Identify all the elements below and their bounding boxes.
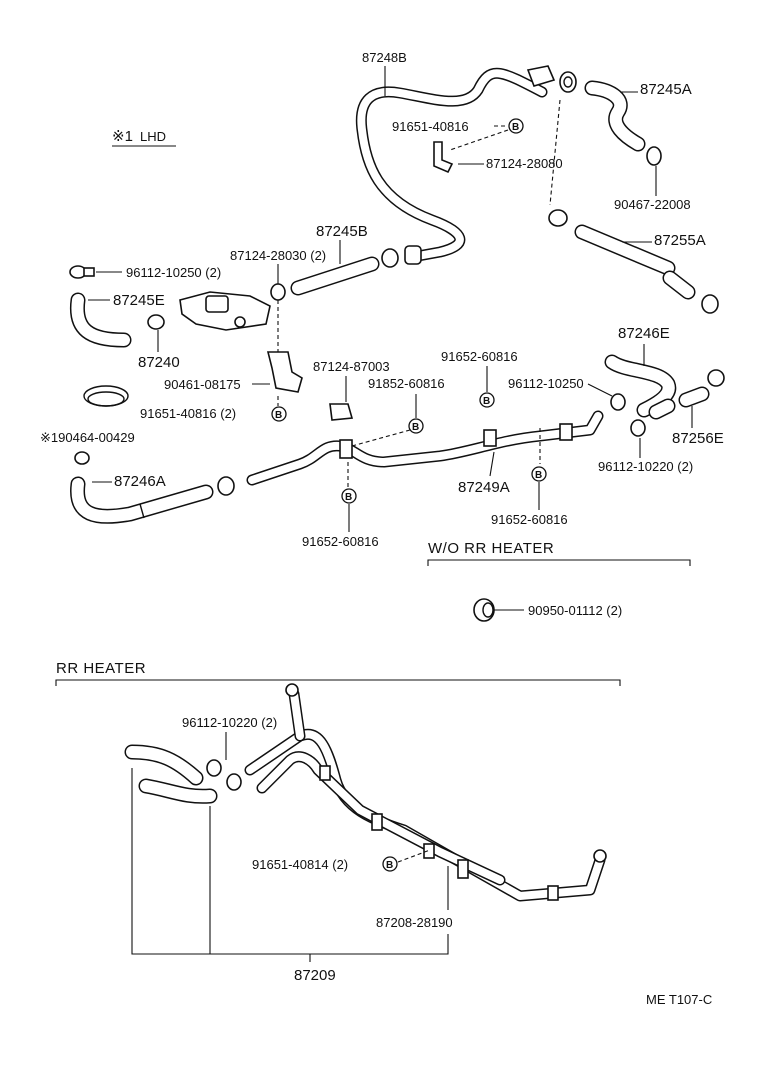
lhd-mark: ※1	[112, 128, 133, 145]
badge-b-2: B	[271, 406, 287, 422]
wo-rr-heater-header: W/O RR HEATER	[428, 540, 554, 557]
label-90950-01112: 90950-01112 (2)	[528, 603, 622, 618]
clamp-top	[559, 71, 577, 93]
label-91651-40814: 91651-40814 (2)	[252, 857, 348, 872]
pipe-87255a	[548, 209, 719, 314]
hose-87245e	[69, 292, 132, 348]
label-91852-60816: 91852-60816	[368, 376, 445, 391]
hose-87246a	[70, 476, 214, 524]
label-90467-22008: 90467-22008	[614, 197, 691, 212]
label-87249a: 87249A	[458, 479, 510, 496]
label-87256e: 87256E	[672, 430, 724, 447]
rr-heater-section: RR HEATER 96112-10220 (2) 91651-40814 (2…	[55, 660, 621, 984]
label-96112-10250-2: 96112-10250 (2)	[126, 265, 221, 280]
label-87246e: 87246E	[618, 325, 670, 342]
label-87208-28190: 87208-28190	[376, 915, 453, 930]
svg-text:B: B	[345, 492, 352, 503]
label-96112-10250: 96112-10250	[508, 376, 584, 391]
badge-b-6: B	[531, 466, 547, 482]
badge-b-3: B	[408, 418, 424, 434]
valve-87240	[147, 291, 271, 331]
rr-heater-header: RR HEATER	[56, 660, 146, 677]
clamp-96112-10250	[69, 265, 95, 279]
label-91651-40816: 91651-40816	[392, 119, 469, 134]
label-87245a: 87245A	[640, 81, 692, 98]
badge-b-1: B	[508, 118, 524, 134]
label-91651-40816-2: 91651-40816 (2)	[140, 406, 236, 421]
hose-87245a	[584, 80, 662, 166]
band-190464-00429	[83, 385, 129, 407]
clamp-96112-10220	[630, 419, 646, 437]
label-87255a: 87255A	[654, 232, 706, 249]
figure-code: ME T107-C	[646, 992, 712, 1007]
label-90461-08175: 90461-08175	[164, 377, 241, 392]
svg-text:B: B	[512, 122, 519, 133]
pipe-87248b	[355, 65, 556, 265]
label-96112-10220-rr: 96112-10220 (2)	[182, 715, 277, 730]
label-87124-87003: 87124-87003	[313, 359, 390, 374]
label-96112-10220-2: 96112-10220 (2)	[598, 459, 693, 474]
label-87124-28080: 87124-28080	[486, 156, 563, 171]
bracket-90461-08175	[266, 351, 303, 393]
svg-text:B: B	[275, 410, 282, 421]
label-91652-60816-c: 91652-60816	[491, 512, 568, 527]
label-87245e: 87245E	[113, 292, 165, 309]
label-190464-00429: ※190464-00429	[40, 430, 135, 445]
badge-b-5: B	[341, 488, 357, 504]
label-87240: 87240	[138, 354, 180, 371]
bracket-87209	[131, 768, 449, 955]
hose-87256e	[648, 369, 725, 420]
hose-87245b	[290, 248, 399, 296]
label-87124-28030: 87124-28030 (2)	[230, 248, 326, 263]
svg-text:B: B	[483, 396, 490, 407]
plug-90950-01112	[473, 598, 495, 622]
clamp-96112-10250	[610, 393, 626, 411]
badge-b-4: B	[479, 392, 495, 408]
lhd-section-marker: ※1 LHD	[112, 128, 176, 147]
svg-text:B: B	[386, 860, 393, 871]
label-87246a: 87246A	[114, 473, 166, 490]
svg-text:B: B	[412, 422, 419, 433]
lhd-label: LHD	[140, 129, 166, 144]
svg-text:B: B	[535, 470, 542, 481]
pipe-87249a	[217, 403, 604, 496]
label-91652-60816-b: 91652-60816	[302, 534, 379, 549]
label-87248b: 87248B	[362, 50, 407, 65]
wo-rr-heater-section: W/O RR HEATER 90950-01112 (2)	[427, 540, 691, 622]
label-87245b: 87245B	[316, 223, 368, 240]
label-91652-60816-a: 91652-60816	[441, 349, 518, 364]
clamp-87124-28030	[270, 283, 286, 301]
clamp-87246a	[74, 451, 90, 465]
hose-87246e	[604, 354, 677, 418]
bracket-87124-28080	[433, 141, 454, 174]
label-87209: 87209	[294, 967, 336, 984]
badge-b-7: B	[382, 856, 398, 872]
